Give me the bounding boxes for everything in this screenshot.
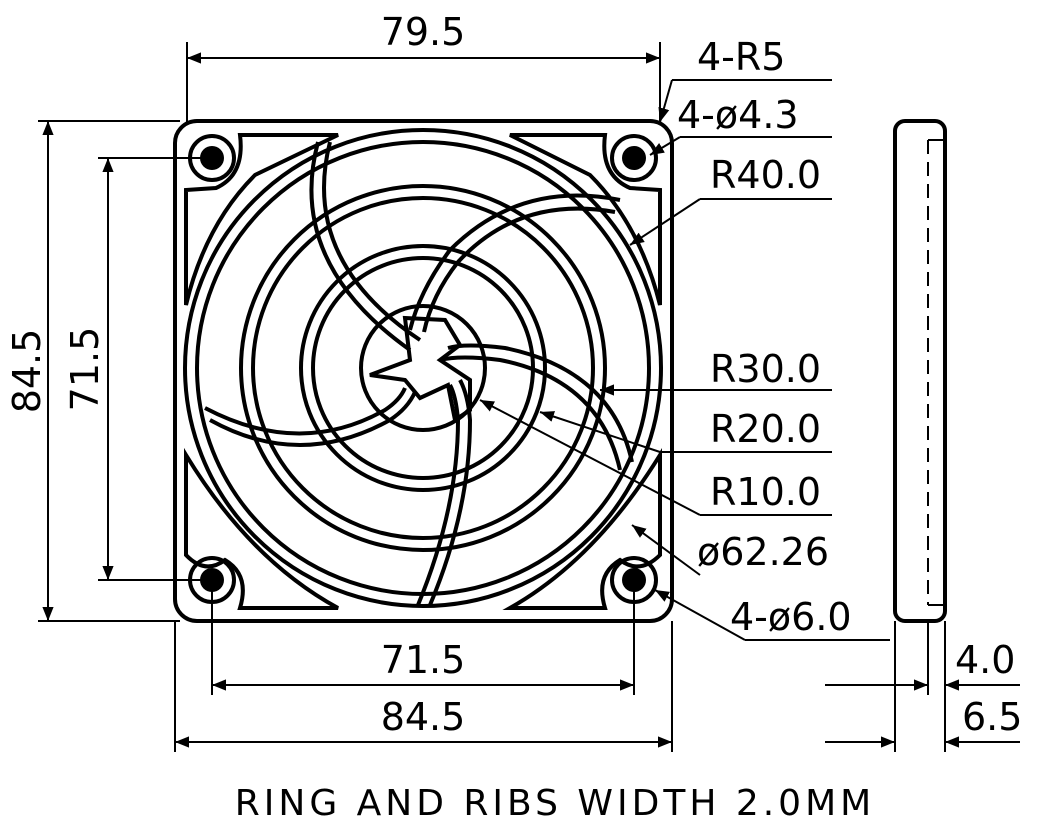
front-view [173, 119, 674, 623]
dim-side-outer: 6.5 [962, 695, 1022, 739]
dim-large-hole: 4-ø6.0 [730, 595, 852, 639]
side-view [825, 119, 1020, 752]
dim-top-width: 79.5 [381, 10, 466, 54]
corner-web-bottom-left [184, 447, 339, 610]
ring-r30 [239, 184, 607, 552]
dim-corner-radius: 4-R5 [697, 35, 785, 79]
dim-r40: R40.0 [710, 153, 821, 197]
dim-bottom-inner: 71.5 [381, 638, 466, 682]
ribs [204, 141, 634, 606]
dim-small-hole: 4-ø4.3 [677, 93, 799, 137]
dimension-lines [38, 42, 890, 752]
mounting-hole-tr [610, 134, 658, 182]
ring-r20 [299, 244, 547, 492]
center-hub [369, 315, 472, 424]
ring-r40 [183, 128, 663, 608]
dim-left-inner-height: 71.5 [63, 327, 107, 412]
dim-left-outer-height: 84.5 [5, 329, 49, 414]
corner-web-top-left [184, 133, 339, 306]
ring-r10 [359, 304, 487, 432]
dim-r10: R10.0 [710, 470, 821, 514]
dim-bottom-outer: 84.5 [381, 695, 466, 739]
outer-frame [173, 119, 674, 623]
ring-r30-inner [251, 196, 595, 540]
dim-ring-diameter: ø62.26 [697, 530, 829, 574]
dim-r20: R20.0 [710, 407, 821, 451]
drawing-note: RING AND RIBS WIDTH 2.0MM [235, 783, 875, 824]
dim-side-inner: 4.0 [955, 638, 1015, 682]
corner-web-top-right [509, 133, 662, 306]
corner-web-bottom-right [502, 447, 662, 610]
dim-r30: R30.0 [710, 347, 821, 391]
